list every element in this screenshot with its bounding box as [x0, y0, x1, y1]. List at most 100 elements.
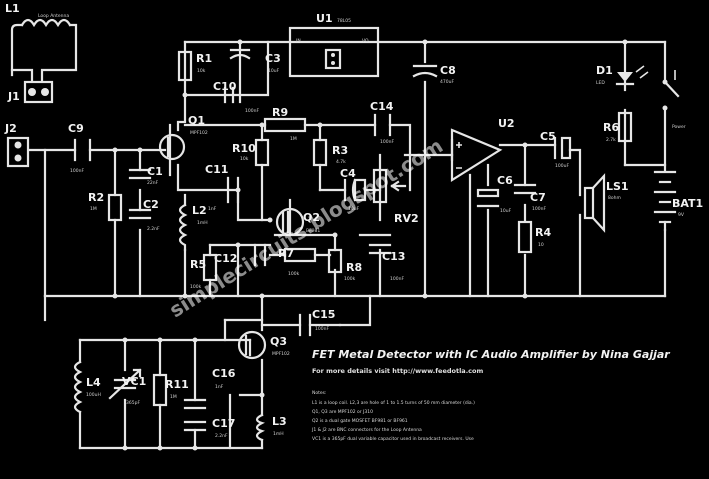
r4-value: 10	[538, 242, 544, 248]
c11-label: C11	[205, 163, 228, 176]
resistor-r4: R4 10	[517, 220, 551, 254]
regulator-u1: U1 78L05 IN VO	[288, 12, 380, 78]
r6-label: R6	[603, 121, 619, 134]
q1-value: MPF102	[190, 130, 208, 136]
c16-label: C16	[212, 367, 236, 380]
capacitor-c13: C13 100nF	[368, 243, 405, 282]
c17-value: 2.2nF	[215, 433, 228, 439]
resistor-r5: R5 100k	[190, 253, 218, 290]
schematic-title: FET Metal Detector with IC Audio Amplifi…	[312, 348, 670, 361]
title-block: FET Metal Detector with IC Audio Amplifi…	[311, 348, 670, 442]
r11-label: R11	[165, 378, 189, 391]
variable-capacitor-vc1: VC1 365pF	[108, 368, 146, 406]
junctions	[112, 39, 628, 451]
capacitor-c2: C2 2.2nF	[128, 198, 160, 232]
c15-value: 100nF	[315, 326, 329, 332]
inductor-l2: L2 1mH	[178, 203, 208, 252]
d1-value: LED	[596, 80, 605, 86]
inductor-l3: L3 1mH	[255, 413, 287, 442]
r7-label: R7	[278, 247, 294, 260]
q1-label: Q1	[188, 114, 205, 127]
rv2-label: RV2	[394, 212, 419, 225]
capacitor-c9: C9 100nF	[68, 122, 92, 174]
c4-value: 10uF	[348, 206, 360, 212]
ls1-label: LS1	[606, 180, 629, 193]
q3-value: MPF102	[272, 351, 290, 357]
c5-value: 100uF	[555, 163, 569, 169]
power-switch: Power	[662, 70, 686, 130]
switch-label: Power	[672, 124, 686, 130]
c15-label: C15	[312, 308, 335, 321]
c2-label: C2	[143, 198, 159, 211]
c8-value: 470uF	[440, 79, 454, 85]
ls1-value: 8ohm	[608, 195, 621, 201]
amplifier-u2: U2	[450, 117, 515, 182]
capacitor-c12: C12	[214, 243, 267, 267]
inductor-l4: L4 100uH	[73, 360, 101, 414]
mosfet-q2: Q2 BF981	[275, 207, 320, 237]
capacitor-c16: C16 1nF	[183, 367, 236, 410]
bat1-value: 9V	[678, 212, 685, 218]
c11-value: 1nF	[208, 206, 217, 212]
r3-value: 4.7k	[336, 159, 346, 165]
vc1-value: 365pF	[126, 400, 140, 406]
resistor-r2: R2 1M	[88, 191, 123, 222]
bat1-label: BAT1	[672, 197, 703, 210]
r6-value: 2.7k	[606, 137, 616, 143]
potentiometer-rv2: RV2	[372, 168, 419, 225]
c13-label: C13	[382, 250, 405, 263]
c16-value: 1nF	[215, 384, 224, 390]
capacitor-c5: C5 100uF	[540, 130, 572, 169]
q3-label: Q3	[270, 335, 287, 348]
resistor-r8: R8 100k	[327, 248, 362, 282]
resistor-r3: R3 4.7k	[312, 138, 348, 167]
l1-note: Loop Antenna	[38, 13, 69, 19]
r8-value: 100k	[344, 276, 356, 282]
c9-value: 100nF	[70, 168, 84, 174]
c10-value: 100nF	[245, 108, 259, 114]
capacitor-c14: C14 100nF	[370, 100, 394, 145]
u2-label: U2	[498, 117, 515, 130]
q2-value: BF981	[306, 228, 320, 234]
capacitor-c17: C17 2.2nF	[183, 417, 235, 439]
r10-value: 10k	[240, 156, 249, 162]
capacitor-c7: C7 100nF	[513, 183, 546, 212]
c10-label: C10	[213, 80, 237, 93]
c3-value: 10uF	[268, 68, 280, 74]
c14-value: 100nF	[380, 139, 394, 145]
c3-label: C3	[265, 52, 281, 65]
c1-value: 22nF	[147, 180, 159, 186]
battery-bat1: BAT1 9V	[653, 170, 703, 232]
loop-antenna-l1: L1 Loop Antenna	[5, 2, 78, 82]
capacitor-c10: C10 100nF	[213, 80, 259, 114]
l4-label: L4	[86, 376, 101, 389]
r5-value: 100k	[190, 284, 202, 290]
j2-label: J2	[4, 122, 17, 135]
r10-label: R10	[232, 142, 256, 155]
u1-label: U1	[316, 12, 333, 25]
j1-label: J1	[7, 90, 20, 103]
note-line: J1 & J2 are BNC connectors for the Loop …	[311, 427, 422, 433]
note-line: L1 is a loop coil. L2,3 are hole of 1 to…	[312, 400, 475, 406]
c2-value: 2.2nF	[147, 226, 160, 232]
c6-label: C6	[497, 174, 513, 187]
speaker-ls1: LS1 8ohm	[583, 173, 629, 233]
vc1-label: VC1	[122, 375, 146, 388]
capacitor-c4: C4 10uF	[340, 167, 367, 212]
capacitor-c15: C15 100nF	[298, 308, 342, 337]
c8-label: C8	[440, 64, 456, 77]
c7-label: C7	[530, 191, 546, 204]
r9-label: R9	[272, 106, 288, 119]
c7-value: 100nF	[532, 206, 546, 212]
transistor-q1: Q1 MPF102	[158, 114, 208, 161]
c13-value: 100nF	[390, 276, 404, 282]
r7-value: 100k	[288, 271, 300, 277]
l1-label: L1	[5, 2, 20, 15]
r5-label: R5	[190, 258, 206, 271]
capacitor-c1: C1 22nF	[128, 165, 163, 186]
schematic-subtitle: For more details visit http://www.feedot…	[312, 367, 483, 375]
r11-value: 1M	[170, 394, 177, 400]
led-d1: D1 LED	[596, 64, 649, 86]
